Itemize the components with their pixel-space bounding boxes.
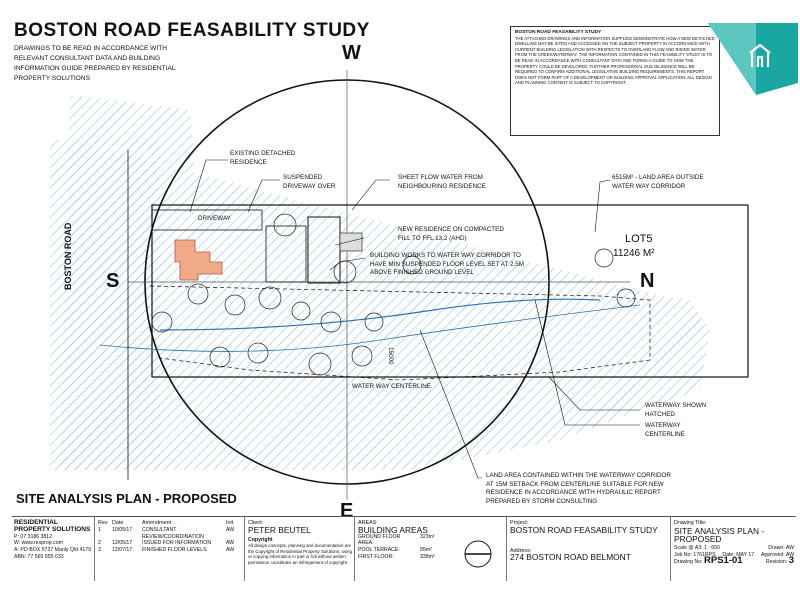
init-header: Init bbox=[226, 520, 234, 526]
disclaimer-title: BOSTON ROAD FEASABILITY STUDY bbox=[515, 30, 602, 35]
setback-dimension: 15000 bbox=[387, 347, 394, 365]
stair bbox=[339, 232, 363, 252]
label-suspended-driveway: SUSPENDED DRIVEWAY OVER bbox=[283, 174, 336, 190]
page-title: BOSTON ROAD FEASABILITY STUDY bbox=[14, 20, 370, 41]
driveway-label: DRIVEWAY bbox=[198, 215, 231, 222]
amendment-header: Amendment bbox=[142, 520, 172, 526]
copyright-label: Copyright bbox=[248, 536, 273, 543]
driveway bbox=[151, 209, 263, 231]
label-waterway-hatched: WATERWAY SHOWN HATCHED bbox=[645, 402, 707, 418]
project-address: 274 BOSTON ROAD BELMONT bbox=[510, 552, 631, 563]
rev-date: 12/07/17 bbox=[112, 547, 133, 554]
lot-boundary bbox=[151, 204, 749, 378]
drawing-no-label: Drawing No: bbox=[674, 559, 703, 566]
contact-web: W: www.resprop.com bbox=[14, 540, 63, 547]
disclaimer-body: THE ATTACHED DRAWINGS AND INFORMATION SU… bbox=[515, 35, 715, 86]
date-header: Date bbox=[112, 520, 124, 526]
label-land-within: LAND AREA CONTAINED WITHIN THE WATERWAY … bbox=[486, 472, 671, 505]
trees bbox=[151, 213, 636, 376]
label-waterway-centerline: WATERWAY CENTERLINE bbox=[645, 422, 685, 438]
revision-number: 3 bbox=[788, 555, 794, 567]
drawing-number: RPS1-01 bbox=[704, 555, 743, 567]
rev-amendment: CONSULTANT REVIEW/COORDINATION bbox=[142, 526, 204, 540]
rev-header: Rev bbox=[98, 520, 108, 526]
rev-date: 10/05/17 bbox=[112, 526, 133, 533]
address-label: Address: bbox=[510, 547, 532, 554]
contact-address: A: PO BOX 5737 Manly Qld 4179 bbox=[14, 547, 91, 554]
drawn-by: Drawn: AW bbox=[768, 544, 794, 551]
north-point-icon bbox=[464, 540, 492, 568]
existing-residence bbox=[174, 239, 223, 281]
drawing-scale: Scale @ A3: 1 : 650 bbox=[674, 544, 720, 551]
rev-amendment: FINISHED FLOOR LEVELS bbox=[142, 547, 207, 554]
contact-abn: ABN: 77 565 655 633 bbox=[14, 553, 64, 560]
label-new-residence: NEW RESIDENCE ON COMPACTED FILL TO FFL 1… bbox=[398, 226, 504, 242]
area-value: 323m² bbox=[420, 533, 435, 540]
area-name: FIRST FLOOR: bbox=[358, 553, 394, 560]
company-name: RESIDENTIAL PROPERTY SOLUTIONS bbox=[14, 519, 91, 533]
lot-area: 11246 m² bbox=[613, 248, 655, 259]
disclaimer-box: BOSTON ROAD FEASABILITY STUDY THE ATTACH… bbox=[510, 26, 720, 136]
area-row: POOL TERRACE: 85m² bbox=[358, 547, 502, 554]
revision-label: Revision: bbox=[765, 559, 788, 566]
rev-no: 1 bbox=[98, 526, 101, 533]
rev-no: 2 bbox=[98, 540, 101, 547]
drawing-info-block: Drawing Title: SITE ANALYSIS PLAN - PROP… bbox=[674, 520, 794, 566]
client-name: PETER BEUTEL bbox=[248, 524, 311, 535]
rev-init: AW bbox=[226, 540, 235, 547]
rev-init: AW bbox=[226, 526, 235, 533]
areas-block: AREAS: BUILDING AREAS GROUND FLOOR AREA:… bbox=[358, 520, 502, 568]
area-value: 338m² bbox=[420, 553, 435, 560]
revision-row: 3 12/07/17 FINISHED FLOOR LEVELS AW bbox=[98, 547, 240, 554]
area-row: GROUND FLOOR AREA: 323m² bbox=[358, 534, 502, 548]
area-name: POOL TERRACE: bbox=[358, 547, 400, 554]
drawing-date: Date: MAY 17 bbox=[722, 551, 755, 558]
drawing-note: DRAWINGS TO BE READ IN ACCORDANCE WITH R… bbox=[14, 45, 176, 82]
centerline-label: WATER WAY CENTERLINE bbox=[352, 383, 431, 390]
label-sheet-flow: SHEET FLOW WATER FROM NEIGHBOURING RESID… bbox=[398, 174, 486, 190]
new-residence-wing bbox=[265, 225, 307, 283]
setback-line bbox=[149, 285, 651, 381]
waterway-centerline bbox=[159, 298, 601, 331]
label-land-outside: 6515m² - LAND AREA OUTSIDE WATER WAY COR… bbox=[612, 174, 704, 190]
lot-label: LOT5 bbox=[625, 233, 653, 245]
client-label: Client: bbox=[248, 520, 264, 526]
area-value: 85m² bbox=[420, 547, 432, 554]
label-existing-residence: EXISTING DETACHED RESIDENCE bbox=[230, 150, 296, 166]
waterway-band-left bbox=[50, 140, 160, 470]
copyright-text: All design concepts, planning and docume… bbox=[248, 543, 352, 565]
drawing-title: SITE ANALYSIS PLAN - PROPOSED bbox=[674, 525, 765, 544]
revision-row: 1 10/05/17 CONSULTANT REVIEW/COORDINATIO… bbox=[98, 527, 240, 541]
areas-label: AREAS: bbox=[358, 520, 378, 526]
project-label: Project: bbox=[510, 520, 529, 526]
rev-init: AW bbox=[226, 547, 235, 554]
contact-phone: P: 07 3186 3812 bbox=[14, 533, 53, 540]
compass-west: W bbox=[342, 42, 361, 64]
company-block: RESIDENTIAL PROPERTY SOLUTIONS P: 07 318… bbox=[14, 519, 92, 561]
label-building-works: BUILDING WORKS TO WATER WAY CORRIDOR TO … bbox=[370, 252, 524, 276]
job-number: Job No: 1761RPS bbox=[674, 551, 716, 558]
road-label: BOSTON ROAD bbox=[63, 222, 73, 290]
project-name: BOSTON ROAD FEASABILITY STUDY bbox=[510, 524, 658, 535]
approved-by: Approved: AW bbox=[761, 551, 794, 558]
area-row: FIRST FLOOR: 338m² bbox=[358, 554, 502, 561]
client-block: Client: PETER BEUTEL Copyright All desig… bbox=[248, 520, 352, 565]
title-block: RESIDENTIAL PROPERTY SOLUTIONS P: 07 318… bbox=[12, 516, 796, 581]
areas-title: BUILDING AREAS bbox=[358, 524, 428, 535]
drawing-title-label: Drawing Title: bbox=[674, 520, 707, 526]
company-logo-icon bbox=[708, 23, 798, 95]
rev-amendment: ISSUED FOR INFORMATION bbox=[142, 540, 212, 547]
project-block: Project: BOSTON ROAD FEASABILITY STUDY A… bbox=[510, 520, 666, 561]
revision-table: Rev Date Amendment Init 1 10/05/17 CONSU… bbox=[98, 520, 240, 554]
revision-row: 2 12/05/17 ISSUED FOR INFORMATION AW bbox=[98, 540, 240, 547]
compass-south: S bbox=[106, 270, 120, 292]
area-name: GROUND FLOOR AREA: bbox=[358, 533, 401, 547]
waterway-hatched-area bbox=[60, 95, 710, 470]
sheet-subtitle: SITE ANALYSIS PLAN - PROPOSED bbox=[16, 491, 237, 506]
waterway-creek bbox=[99, 304, 641, 352]
rev-no: 3 bbox=[98, 547, 101, 554]
rev-date: 12/05/17 bbox=[112, 540, 133, 547]
compass-north: N bbox=[640, 270, 655, 292]
